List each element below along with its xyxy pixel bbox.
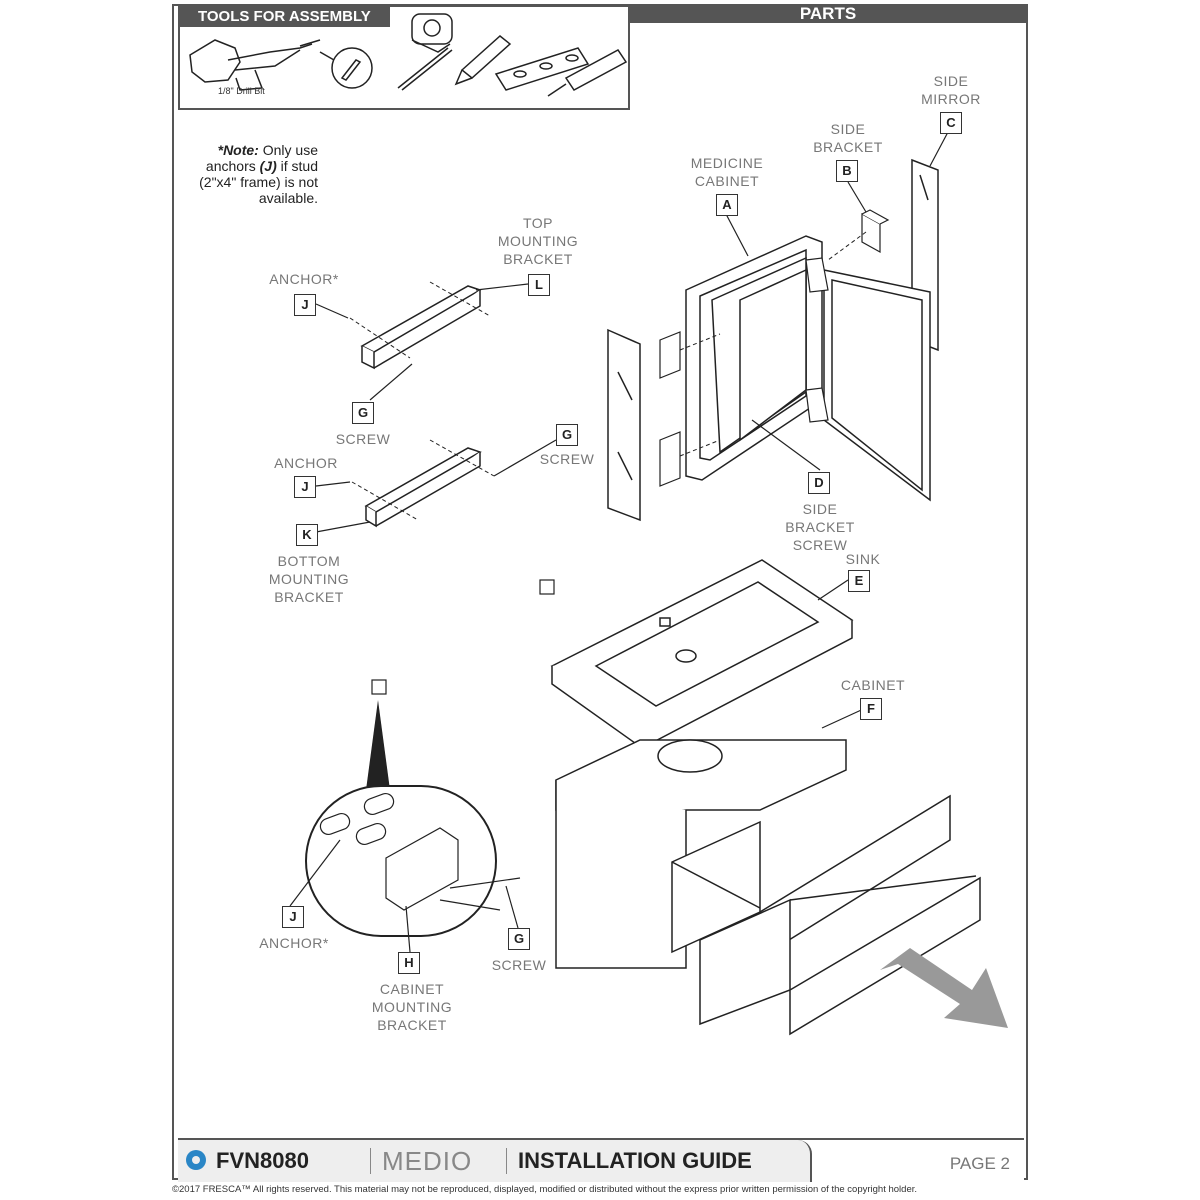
drill-bit-label: 1/8" Drill Bit xyxy=(218,86,265,96)
label-side-mirror: SIDE MIRROR xyxy=(921,73,981,107)
top-mounting-bracket-drawing xyxy=(360,285,482,370)
key-j-bottom: J xyxy=(282,906,304,928)
footer-divider-2 xyxy=(506,1148,507,1174)
detail-callout xyxy=(305,700,521,937)
key-h: H xyxy=(398,952,420,974)
key-f: F xyxy=(860,698,882,720)
key-g-bottom: G xyxy=(508,928,530,950)
side-bracket-top xyxy=(861,209,890,254)
silicone-tube-icon xyxy=(547,49,628,97)
key-b: B xyxy=(836,160,858,182)
cabinet-side-brackets xyxy=(659,257,829,487)
key-j-top: J xyxy=(294,294,316,316)
label-top-mounting-bracket: TOP MOUNTING BRACKET xyxy=(497,215,579,267)
note-text-2: if stud (2"x4" frame) is not available. xyxy=(199,158,318,206)
key-g-top: G xyxy=(352,402,374,424)
model-number: FVN8080 xyxy=(216,1148,309,1173)
level-icon xyxy=(494,47,590,91)
drill-bit-icon xyxy=(397,47,453,91)
dash-lines-bottom xyxy=(351,439,495,521)
sink-drawing xyxy=(550,559,854,749)
pull-arrow-icon xyxy=(880,948,1008,1028)
note-prefix: *Note: xyxy=(217,142,259,158)
drill-icon xyxy=(189,39,321,91)
label-medicine-cabinet: MEDICINE CABINET xyxy=(690,155,764,189)
key-k: K xyxy=(296,524,318,546)
key-e: E xyxy=(848,570,870,592)
page-number: PAGE 2 xyxy=(949,1154,1010,1173)
parts-title: PARTS xyxy=(630,5,1026,23)
note-key: (J) xyxy=(259,158,277,174)
label-bottom-mounting-bracket: BOTTOM MOUNTING BRACKET xyxy=(268,553,350,605)
side-mirror-left xyxy=(607,328,641,522)
key-j-mid: J xyxy=(294,476,316,498)
dash-lines-cabinet xyxy=(679,231,867,457)
label-screw-right: SCREW xyxy=(539,451,595,467)
cabinet-drawing xyxy=(555,739,981,1036)
fresca-logo-icon xyxy=(186,1150,206,1170)
dash-lines-top xyxy=(349,281,491,359)
collection-name: MEDIO xyxy=(382,1146,473,1176)
label-screw-bottom: SCREW xyxy=(491,957,547,973)
label-anchor-bottom: ANCHOR* xyxy=(259,935,329,951)
copyright-notice: ©2017 FRESCA™ All rights reserved. This … xyxy=(172,1184,918,1195)
label-side-bracket: SIDE BRACKET xyxy=(813,121,883,155)
label-sink: SINK xyxy=(845,551,881,567)
pencil-icon xyxy=(454,35,512,86)
tools-title: TOOLS FOR ASSEMBLY xyxy=(180,7,390,27)
key-l: L xyxy=(528,274,550,296)
label-anchor-mid: ANCHOR xyxy=(274,455,338,471)
note-text: Only use anchors xyxy=(205,142,318,174)
key-c: C xyxy=(940,112,962,134)
label-anchor-top: ANCHOR* xyxy=(269,271,339,287)
footer-divider xyxy=(370,1148,371,1174)
label-side-bracket-screw: SIDE BRACKET SCREW xyxy=(785,501,855,553)
sink-hardware-small xyxy=(371,579,555,695)
screwdriver-bit-icon xyxy=(319,47,373,89)
label-cabinet-mounting-bracket: CABINET MOUNTING BRACKET xyxy=(371,981,453,1033)
bottom-mounting-bracket-drawing xyxy=(364,447,482,528)
footer-tab: FVN8080 MEDIO INSTALLATION GUIDE xyxy=(178,1140,812,1182)
tape-measure-icon xyxy=(411,13,453,53)
key-d: D xyxy=(808,472,830,494)
label-cabinet: CABINET xyxy=(840,677,906,693)
label-screw-top: SCREW xyxy=(335,431,391,447)
key-a: A xyxy=(716,194,738,216)
anchor-note: *Note: Only use anchors (J) if stud (2"x… xyxy=(196,142,318,206)
guide-title: INSTALLATION GUIDE xyxy=(518,1148,752,1173)
footer: FVN8080 MEDIO INSTALLATION GUIDE PAGE 2 xyxy=(178,1138,1024,1182)
key-g-right: G xyxy=(556,424,578,446)
